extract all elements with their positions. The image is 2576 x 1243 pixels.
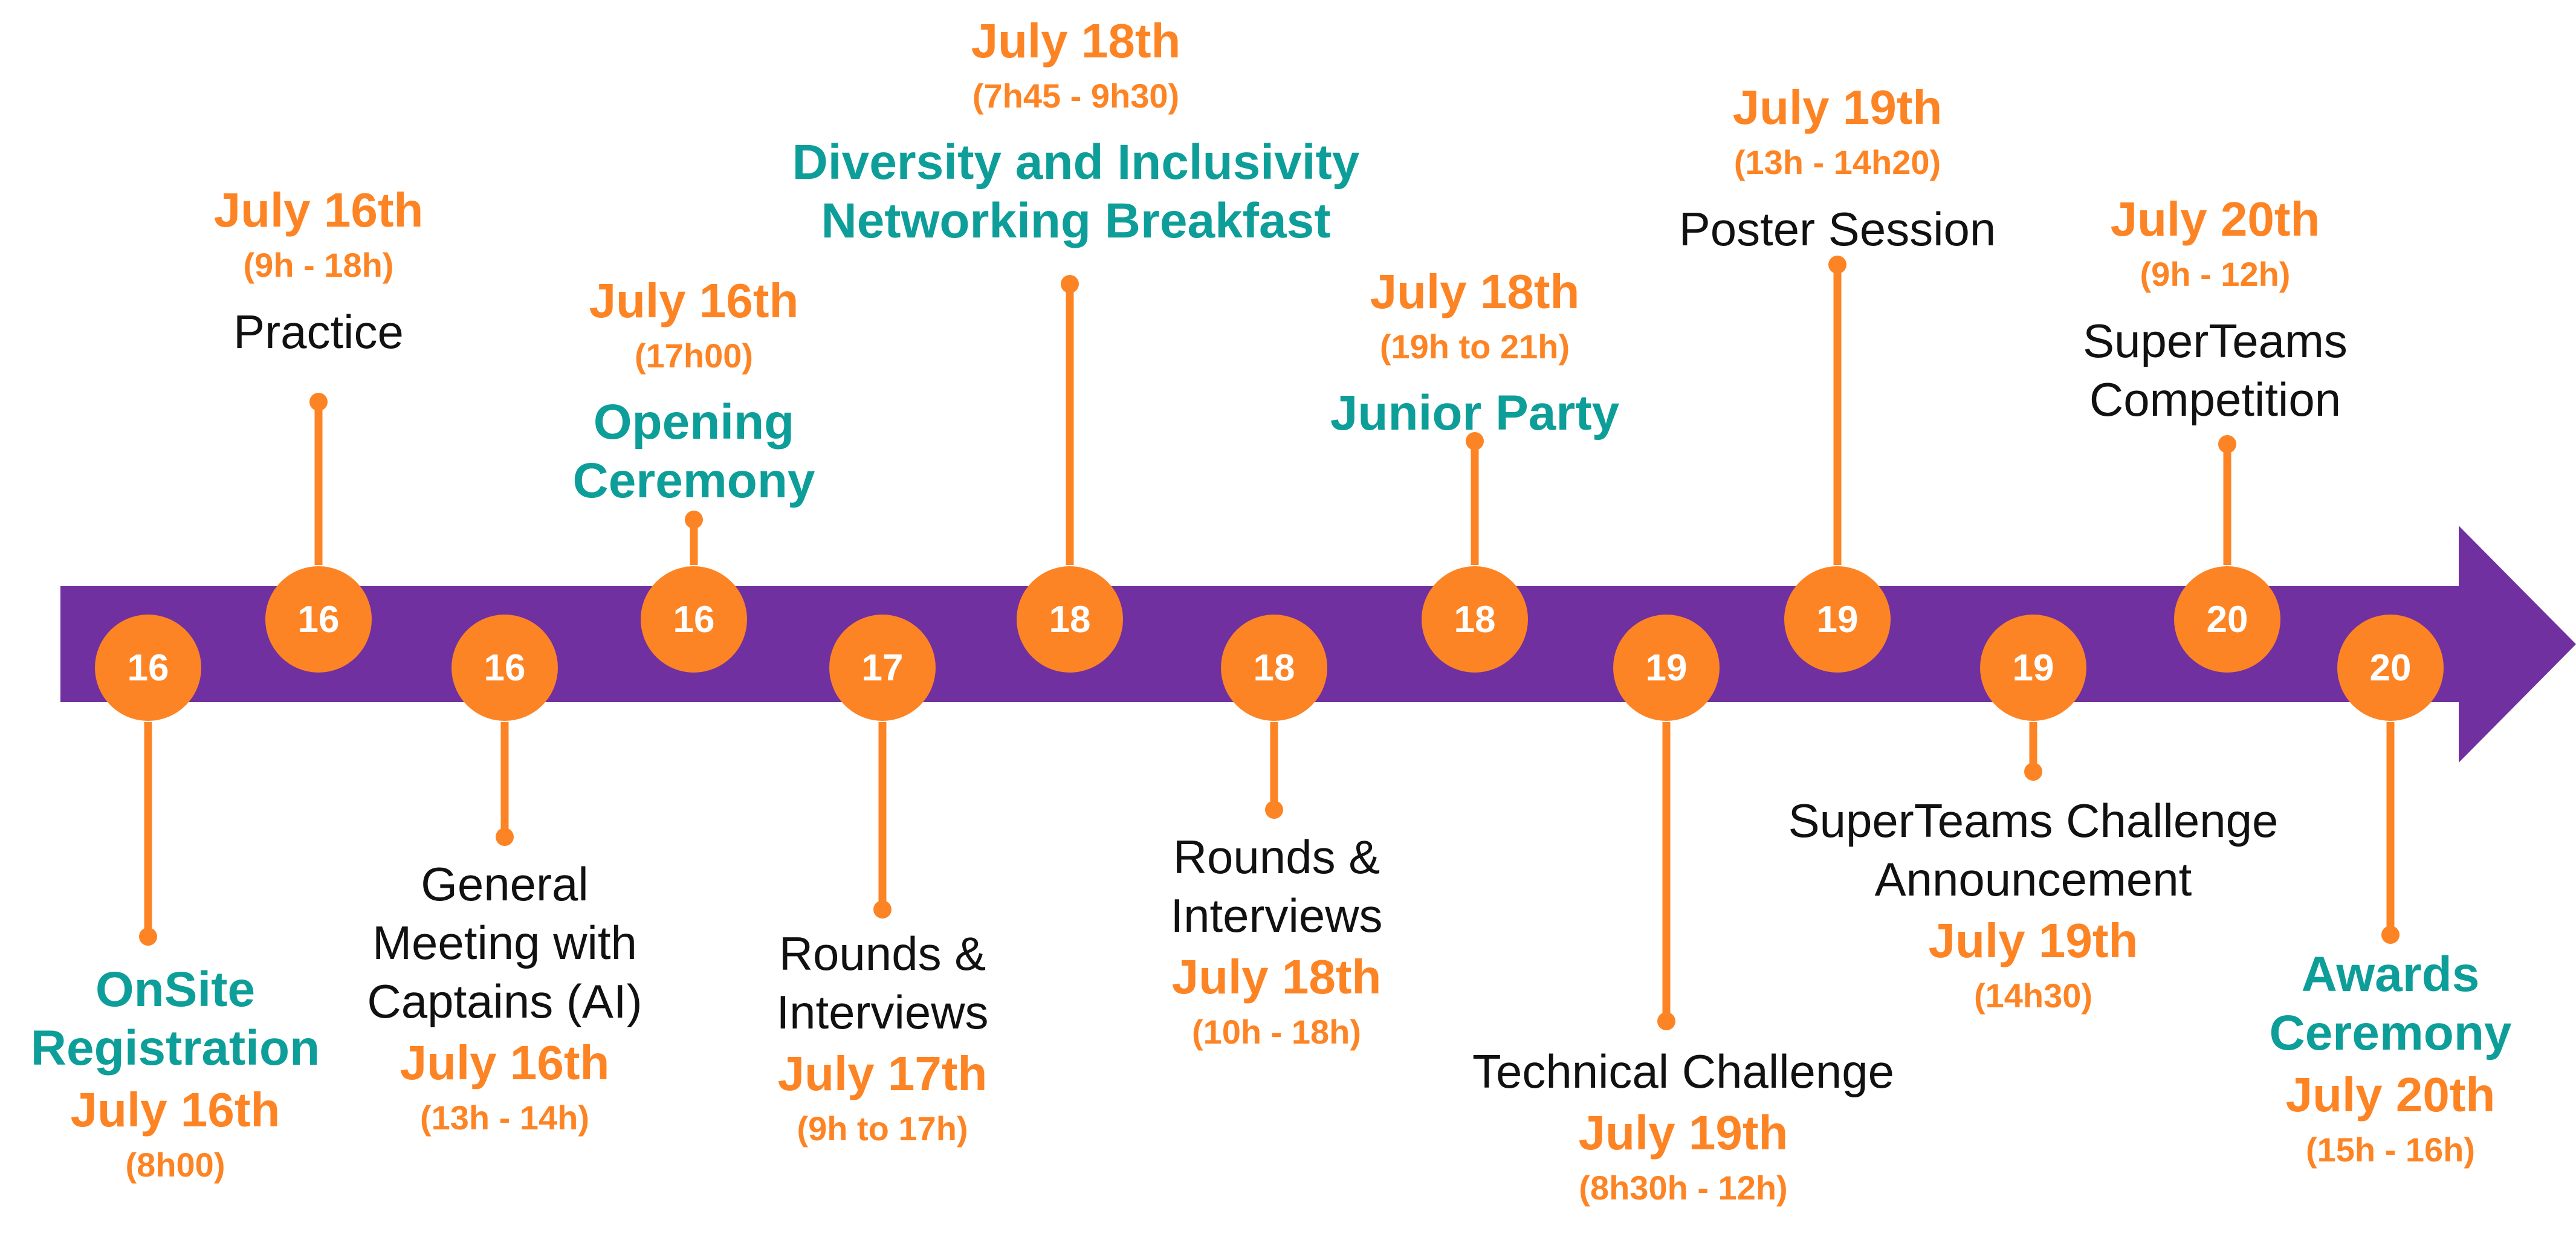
stem-dot: [1265, 801, 1283, 819]
day-marker: [265, 566, 372, 673]
day-marker: [1613, 615, 1720, 721]
event-title: Junior Party: [1330, 386, 1620, 441]
event-date: July 16th: [71, 1083, 280, 1137]
event-title: Rounds &: [1173, 830, 1380, 883]
event-time: (9h - 18h): [244, 246, 394, 284]
event-title: Registration: [31, 1021, 320, 1076]
event-title: General: [421, 857, 589, 911]
event-time: (17h00): [635, 337, 753, 375]
day-marker-label: 19: [1817, 599, 1859, 641]
event-title: Competition: [2089, 373, 2341, 426]
event-title: Technical Challenge: [1472, 1045, 1894, 1098]
event-time: (8h30h - 12h): [1579, 1169, 1787, 1207]
stem-dot: [685, 511, 703, 529]
day-marker: [829, 615, 936, 721]
event-title: Interviews: [776, 986, 988, 1039]
event-time: (15h - 16h): [2306, 1131, 2475, 1169]
day-marker: [451, 615, 558, 721]
day-marker: [1221, 615, 1327, 721]
event-time: (9h to 17h): [797, 1109, 968, 1148]
event-time: (8h00): [126, 1146, 225, 1184]
day-marker-label: 16: [673, 599, 715, 641]
event-date: July 18th: [1370, 265, 1580, 318]
day-marker: [2337, 615, 2444, 721]
day-marker-label: 16: [298, 599, 340, 641]
day-marker-label: 18: [1454, 599, 1496, 641]
event-title: Practice: [233, 305, 404, 358]
event-title: Captains (AI): [367, 975, 642, 1028]
event-title: Rounds &: [779, 927, 986, 980]
stem-dot: [139, 928, 157, 946]
event-date: July 19th: [1733, 80, 1943, 134]
day-marker-label: 16: [128, 647, 169, 689]
day-marker-label: 18: [1049, 599, 1091, 641]
event-time: (14h30): [1974, 977, 2092, 1015]
stem-dot: [2218, 435, 2236, 453]
event-title: Ceremony: [2269, 1006, 2511, 1061]
stem-dot: [1466, 432, 1484, 450]
event-title: SuperTeams: [2083, 314, 2348, 367]
day-marker: [1784, 566, 1891, 673]
event-title: Opening: [594, 395, 795, 450]
event-title: Diversity and Inclusivity: [792, 135, 1360, 190]
event-title: Ceremony: [572, 453, 815, 508]
day-marker-label: 20: [2207, 599, 2248, 641]
event-title: SuperTeams Challenge: [1788, 794, 2279, 847]
event-date: July 19th: [1929, 914, 2138, 967]
event-time: (10h - 18h): [1192, 1013, 1361, 1051]
day-marker: [1422, 566, 1528, 673]
day-marker-label: 18: [1254, 647, 1295, 689]
day-marker-label: 17: [862, 647, 904, 689]
stem-dot: [1657, 1012, 1675, 1030]
stem-dot: [1828, 256, 1846, 274]
timeline-arrow-head: [2459, 526, 2576, 763]
day-marker-label: 19: [2013, 647, 2054, 689]
day-marker: [2174, 566, 2280, 673]
event-time: (13h - 14h20): [1734, 143, 1941, 181]
event-title: OnSite: [95, 962, 255, 1017]
stem-dot: [873, 900, 892, 919]
stem-dot: [496, 828, 514, 846]
day-marker: [95, 615, 201, 721]
event-title: Announcement: [1875, 853, 2192, 906]
event-date: July 18th: [1172, 950, 1382, 1004]
event-date: July 20th: [2111, 192, 2320, 246]
stem-dot: [2381, 926, 2400, 944]
event-date: July 16th: [400, 1036, 610, 1090]
event-title: Networking Breakfast: [821, 193, 1330, 248]
event-date: July 16th: [589, 274, 799, 328]
event-date: July 20th: [2286, 1068, 2496, 1122]
stem-dot: [309, 393, 328, 411]
event-title: Interviews: [1170, 889, 1382, 942]
event-date: July 18th: [971, 14, 1181, 68]
event-time: (9h - 12h): [2140, 255, 2291, 293]
event-time: (7h45 - 9h30): [972, 77, 1179, 115]
event-title: Poster Session: [1679, 202, 1996, 256]
day-marker-label: 16: [484, 647, 526, 689]
day-marker: [641, 566, 747, 673]
day-marker-label: 20: [2370, 647, 2412, 689]
event-date: July 19th: [1579, 1106, 1788, 1160]
day-marker: [1017, 566, 1123, 673]
stem-dot: [2024, 763, 2042, 781]
event-time: (13h - 14h): [420, 1099, 589, 1137]
day-marker: [1980, 615, 2086, 721]
stem-dot: [1061, 275, 1079, 293]
day-marker-label: 19: [1646, 647, 1688, 689]
event-title: Meeting with: [372, 916, 637, 969]
event-time: (19h to 21h): [1380, 328, 1570, 366]
event-title: Awards: [2302, 947, 2480, 1002]
event-date: July 17th: [778, 1047, 988, 1100]
event-date: July 16th: [214, 183, 424, 237]
